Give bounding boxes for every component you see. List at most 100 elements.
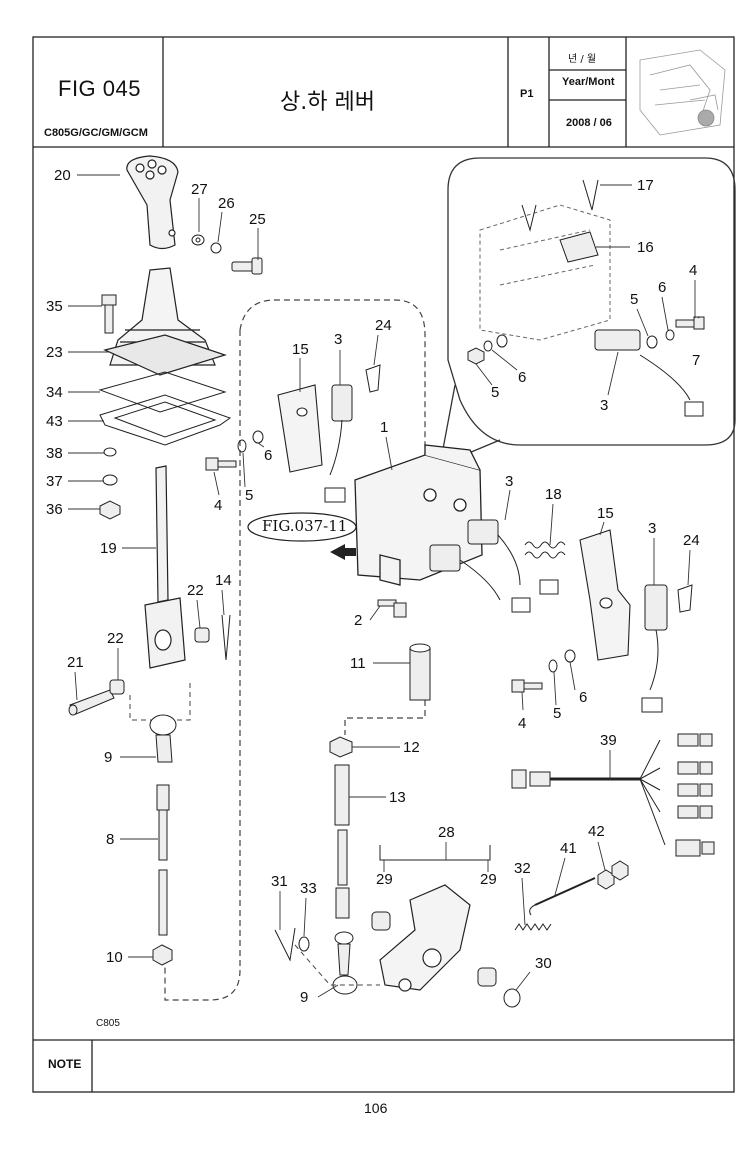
washer-6-left: [252, 430, 264, 444]
callout-6: 6: [264, 447, 272, 464]
callout-26: 26: [218, 195, 235, 212]
nut-10: [152, 944, 173, 966]
callout-leader-30: [515, 971, 531, 991]
callout-41: 41: [560, 840, 577, 857]
callout-15: 15: [597, 505, 614, 522]
callout-leader-26: [217, 211, 223, 243]
switch-3-left: [324, 384, 353, 503]
callout-16: 16: [637, 239, 654, 256]
reference-arrow: [330, 544, 356, 560]
gear-boot: [103, 267, 227, 376]
page-title: 상.하 레버: [280, 90, 375, 115]
callout-22: 22: [107, 630, 124, 647]
nut-12: [329, 736, 353, 758]
callout-29: 29: [480, 871, 497, 888]
washer-33: [298, 936, 310, 952]
callout-4: 4: [214, 497, 222, 514]
lock-washer-37: [102, 474, 118, 486]
callout-leader-14: [221, 589, 225, 616]
callout-leader-5: [636, 308, 649, 337]
callout-33: 33: [300, 880, 317, 897]
callout-leader-5: [242, 452, 246, 488]
callout-5: 5: [245, 487, 253, 504]
callout-10: 10: [106, 949, 123, 966]
year-month-label: Year/Mont: [562, 76, 615, 88]
callout-3: 3: [600, 397, 608, 414]
callout-6: 6: [518, 369, 526, 386]
callout-leader-3: [504, 489, 511, 521]
bolt-4-right: [511, 679, 543, 693]
dashed-link-11: [344, 700, 426, 735]
callout-leader-7: [697, 316, 701, 319]
figure-reference-label: FIG.037-11: [262, 517, 348, 535]
callout-11: 11: [350, 655, 366, 672]
washer-38: [103, 447, 117, 457]
spring-18: [524, 541, 566, 559]
fig-reference-oval: [247, 512, 357, 542]
lever-rod-19: [144, 465, 186, 669]
callout-30: 30: [535, 955, 552, 972]
callout-leader-6: [661, 296, 669, 331]
bushing-22-lower: [109, 679, 125, 695]
bolt-2: [377, 599, 407, 618]
callout-6: 6: [658, 279, 666, 296]
callout-3: 3: [505, 473, 513, 490]
callout-38: 38: [46, 445, 63, 462]
detail-bracket: [479, 204, 611, 341]
callout-leader-2: [369, 605, 381, 621]
gasket-34-43: [98, 371, 232, 446]
callout-25: 25: [249, 211, 266, 228]
callout-36: 36: [46, 501, 63, 518]
callout-8: 8: [106, 831, 114, 848]
bolt-35: [101, 294, 117, 334]
revision-date: 2008 / 06: [566, 117, 612, 129]
snap-ring-30: [503, 988, 521, 1008]
callout-7: 7: [692, 352, 700, 369]
callout-leader-42: [597, 841, 606, 871]
callout-leader-6: [491, 349, 518, 371]
callout-27: 27: [191, 181, 208, 198]
lever-28: [379, 884, 471, 992]
callout-leader-4: [213, 471, 220, 496]
callout-leader-32: [521, 877, 526, 926]
callout-leader-33: [303, 897, 307, 937]
washer-27: [191, 234, 205, 246]
callout-23: 23: [46, 344, 63, 361]
threaded-rod-8: [156, 784, 170, 936]
callout-34: 34: [46, 384, 63, 401]
callout-leader-15: [599, 521, 605, 536]
callout-leader-6: [257, 442, 265, 448]
callout-13: 13: [389, 789, 406, 806]
callout-6: 6: [579, 689, 587, 706]
callout-17: 17: [637, 177, 654, 194]
bushing-29-right: [477, 967, 497, 987]
callout-leader-9: [317, 984, 339, 998]
bolt-4-left: [205, 457, 237, 471]
callout-20: 20: [54, 167, 71, 184]
bracket-1: [354, 444, 483, 586]
callout-29: 29: [376, 871, 393, 888]
callout-2: 2: [354, 612, 362, 629]
lock-washer-5-right: [548, 659, 558, 673]
callout-leader-24: [687, 549, 691, 586]
callout-42: 42: [588, 823, 605, 840]
nut-42: [597, 860, 629, 890]
lock-washer-5-left: [237, 439, 247, 453]
bushing-22-upper: [194, 627, 210, 643]
switch-plate-15-left: [277, 384, 323, 473]
detail-bubble: [447, 157, 736, 446]
page-frame: [32, 36, 735, 1093]
detail-pin-17: [521, 179, 599, 232]
callout-28: 28: [438, 824, 455, 841]
switch-3-right: [641, 584, 668, 713]
callout-37: 37: [46, 473, 63, 490]
clip-24-left: [365, 364, 381, 393]
callout-24: 24: [683, 532, 700, 549]
detail-plate-16: [559, 231, 599, 263]
callout-32: 32: [514, 860, 531, 877]
detail-switch-3: [594, 329, 704, 417]
year-month-korean: 년 / 월: [568, 54, 597, 65]
callout-14: 14: [215, 572, 232, 589]
wire-harness-39: [511, 733, 715, 857]
callout-leader-5: [475, 363, 493, 386]
